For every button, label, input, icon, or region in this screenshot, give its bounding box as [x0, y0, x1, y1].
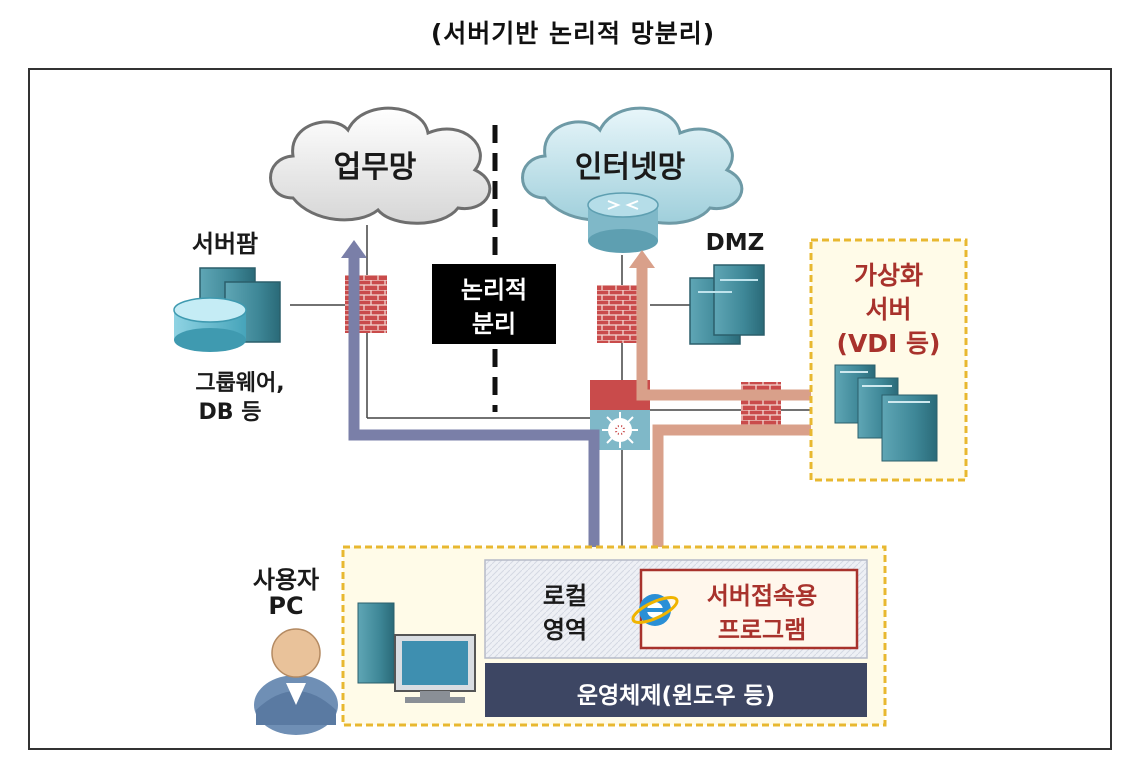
logical-separation-label-line2: 분리	[471, 310, 517, 338]
server-farm-icon	[173, 267, 281, 352]
business-network-label: 업무망	[333, 150, 417, 185]
server-program-box	[639, 568, 859, 650]
groupware-label-line2: DB 등	[198, 400, 262, 425]
virtual-server-label-line2: 서버	[865, 295, 912, 324]
server-program-label-line2: 프로그램	[717, 616, 807, 644]
local-area-label-line2: 영역	[542, 616, 588, 644]
user-pc-label-line2: PC	[268, 592, 304, 620]
user-icon	[254, 628, 338, 735]
cloud-icon	[269, 106, 492, 225]
vdi-server-icon	[834, 364, 938, 462]
virtual-server-label-line1: 가상화	[853, 261, 923, 290]
os-label: 운영체제(윈도우 등)	[576, 683, 776, 709]
virtual-server-label-line3: (VDI 등)	[836, 329, 941, 358]
arrow-up-icon	[341, 240, 367, 258]
server-program-label-line1: 서버접속용	[706, 582, 818, 610]
pc-icon	[357, 602, 476, 703]
firewall-icon	[597, 285, 639, 343]
os-bar	[485, 663, 867, 717]
dmz-label: DMZ	[705, 230, 765, 256]
server-farm-label: 서버팜	[191, 230, 259, 258]
router-icon	[587, 192, 659, 253]
logical-separation-box	[432, 264, 556, 344]
logical-separation-label-line1: 논리적	[460, 276, 528, 304]
groupware-label-line1: 그룹웨어,	[195, 371, 285, 396]
user-pc-label-line1: 사용자	[252, 566, 320, 594]
diagram-frame	[28, 68, 1112, 750]
browser-icon	[631, 594, 679, 626]
business-access-path	[348, 255, 600, 555]
dmz-server-icon	[689, 264, 765, 345]
local-area-label-line1: 로컬	[542, 582, 588, 610]
internet-network-label: 인터넷망	[574, 150, 686, 185]
diagram-title: (서버기반 논리적 망분리)	[430, 19, 716, 48]
arrow-up-icon	[629, 250, 655, 268]
